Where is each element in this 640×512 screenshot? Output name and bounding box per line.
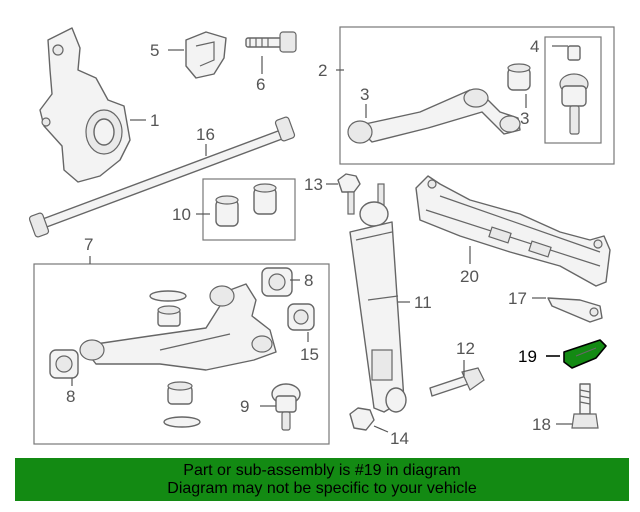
callout-5: 5 xyxy=(150,41,159,60)
upper-control-arm[interactable] xyxy=(347,88,521,144)
ball-joint-upper[interactable] xyxy=(559,45,589,135)
leader-lines xyxy=(71,45,572,433)
callout-8-left: 8 xyxy=(66,387,75,406)
callout-20: 20 xyxy=(460,267,479,286)
bushing-part-8-right[interactable] xyxy=(261,267,293,297)
callout-18: 18 xyxy=(532,415,551,434)
callout-16: 16 xyxy=(196,125,215,144)
callout-9: 9 xyxy=(240,397,249,416)
callout-17: 17 xyxy=(508,289,527,308)
callout-labels: 1 2 3 3 4 5 6 7 8 8 9 10 11 12 13 14 15 … xyxy=(66,37,551,448)
callout-6: 6 xyxy=(256,75,265,94)
parts-diagram: 1 2 3 3 4 5 6 7 8 8 9 10 11 12 13 14 15 … xyxy=(28,26,615,448)
bolt-part-6[interactable] xyxy=(245,31,297,53)
shock-absorber[interactable] xyxy=(347,183,407,413)
callout-8-right: 8 xyxy=(304,271,313,290)
bushing-part-3-upper[interactable] xyxy=(507,63,531,91)
nut-part-14[interactable] xyxy=(349,407,375,431)
bracket-part-17[interactable] xyxy=(547,297,603,323)
box-ball-joint-group xyxy=(544,36,602,144)
bushing-pair[interactable] xyxy=(215,183,277,227)
stabilizer-rod[interactable] xyxy=(28,116,296,238)
bushing-part-15[interactable] xyxy=(287,303,315,331)
callout-12: 12 xyxy=(456,339,475,358)
callout-4: 4 xyxy=(530,37,539,56)
callout-14: 14 xyxy=(390,429,409,448)
bushing-part-8-left[interactable] xyxy=(49,349,79,379)
callout-3-left: 3 xyxy=(360,85,369,104)
lower-control-arm[interactable] xyxy=(79,283,277,371)
bolt-part-18[interactable] xyxy=(571,383,599,429)
callout-3-right: 3 xyxy=(520,109,529,128)
steering-knuckle[interactable] xyxy=(39,27,131,183)
shield-part[interactable] xyxy=(185,31,227,79)
callout-1: 1 xyxy=(150,111,159,130)
ball-joint-lower[interactable] xyxy=(271,383,301,431)
nut-part-13[interactable] xyxy=(337,173,361,193)
callout-10: 10 xyxy=(172,205,191,224)
crossmember[interactable] xyxy=(415,175,611,287)
callout-11: 11 xyxy=(414,293,432,312)
callout-15: 15 xyxy=(300,345,319,364)
bolt-part-12[interactable] xyxy=(429,367,485,397)
callout-2: 2 xyxy=(318,61,327,80)
box-upper-arm-group xyxy=(339,26,615,165)
info-banner: Part or sub-assembly is #19 in diagram D… xyxy=(15,458,629,501)
box-bushings-group xyxy=(202,178,296,241)
box-lower-arm-group xyxy=(33,263,330,445)
callout-7: 7 xyxy=(84,235,93,254)
highlighted-part-19[interactable] xyxy=(563,339,607,369)
bumper-washers[interactable] xyxy=(149,290,201,428)
callout-19: 19 xyxy=(518,347,537,366)
banner-line-1: Part or sub-assembly is #19 in diagram xyxy=(183,462,461,479)
banner-line-2: Diagram may not be specific to your vehi… xyxy=(167,480,477,497)
callout-13: 13 xyxy=(304,175,323,194)
